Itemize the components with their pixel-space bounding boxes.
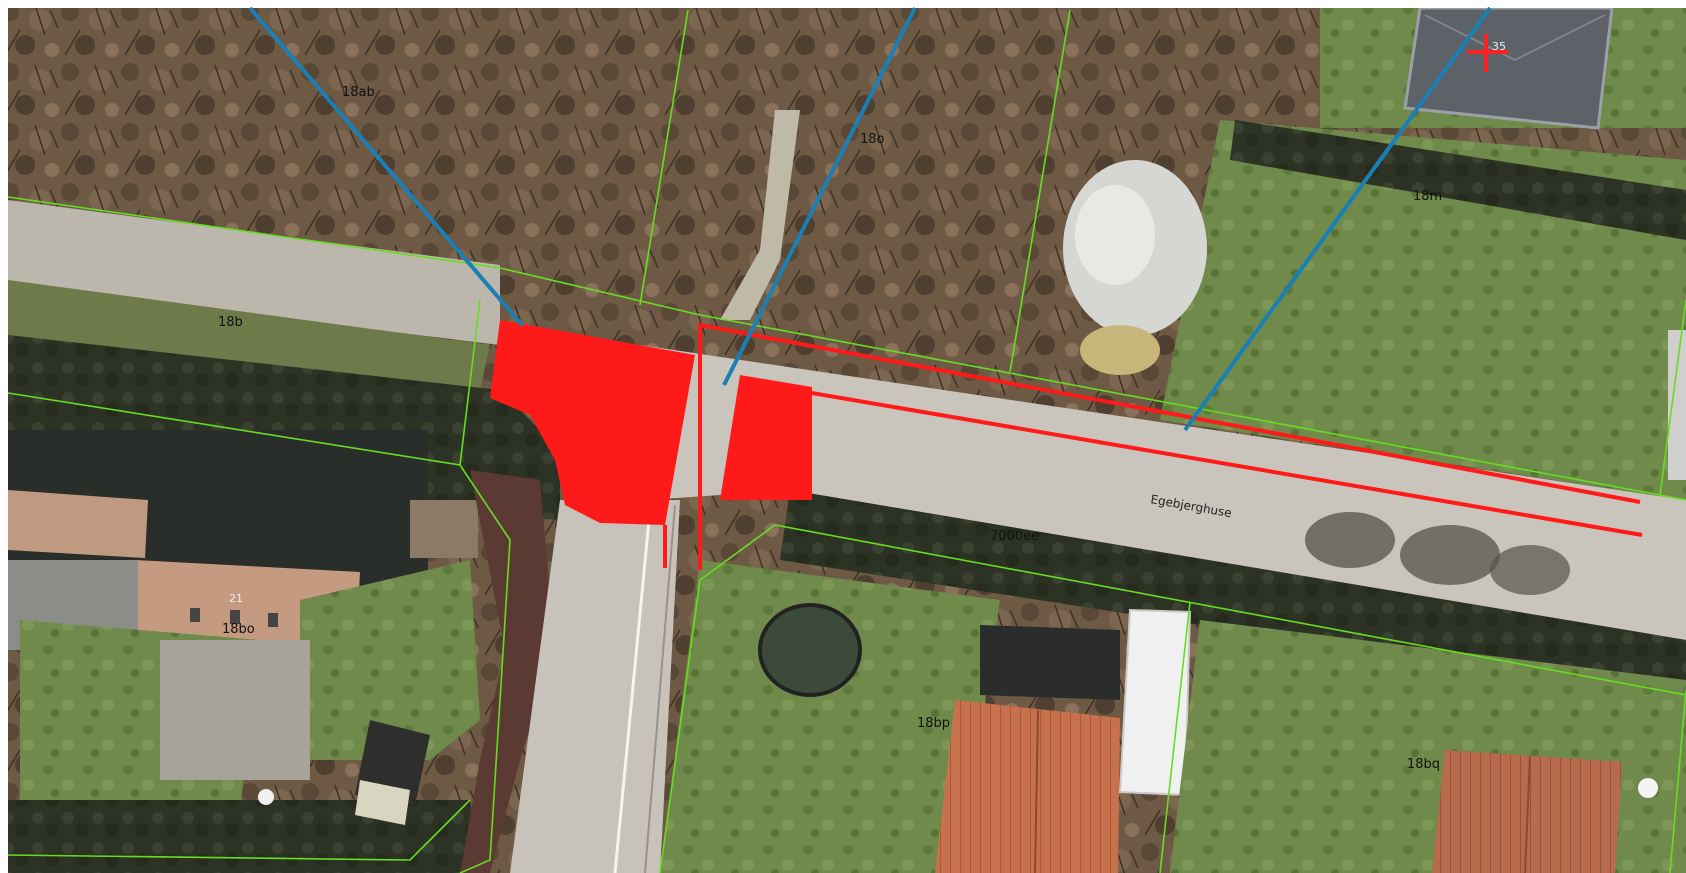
marked-area-west[interactable]: [490, 320, 695, 525]
house-number-label: 35: [1492, 40, 1506, 53]
address-marker[interactable]: 35: [1468, 34, 1508, 72]
parcel-label-7000ee: 7000ee: [990, 529, 1039, 544]
parcel-label-18o: 18o: [860, 132, 885, 147]
marked-area-east[interactable]: [720, 375, 812, 500]
leader-lines: [248, 6, 1492, 432]
leader-line-2[interactable]: [722, 7, 917, 386]
parcel-label-18bq: 18bq: [1407, 757, 1440, 772]
parcel-label-18bo: 18bo: [222, 622, 255, 637]
parcel-label-18ab: 18ab: [342, 85, 375, 100]
parcel-label-18b: 18b: [218, 315, 243, 330]
parcel-label-18bp: 18bp: [917, 716, 950, 731]
leader-line-3[interactable]: [1183, 6, 1492, 432]
map-border-left: [0, 0, 8, 873]
leader-line-1[interactable]: [248, 6, 524, 327]
road-markings: [490, 320, 1643, 570]
parcel-boundaries: [7, 9, 1686, 873]
map-border: [0, 0, 1686, 8]
parcel-label-21: 21: [229, 592, 243, 605]
marked-line-south-road[interactable]: [811, 391, 1643, 537]
parcel-label-18m: 18m: [1413, 189, 1442, 204]
aerial-imagery: [8, 6, 1686, 873]
